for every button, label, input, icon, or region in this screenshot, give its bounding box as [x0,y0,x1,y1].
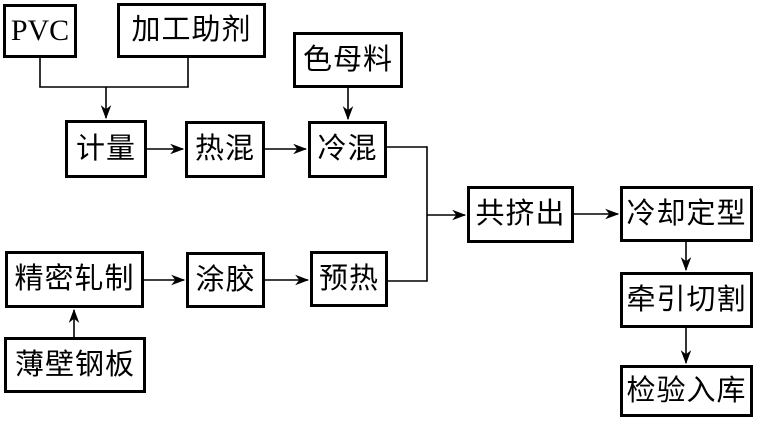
node-precision-rolling: 精密轧制 [5,251,144,308]
node-traction-cutting: 牵引切割 [620,272,753,328]
node-metering: 计量 [65,120,147,178]
node-pvc: PVC [3,4,77,58]
node-co-extrusion: 共挤出 [467,186,574,243]
node-cooling-shaping: 冷却定型 [620,186,753,242]
node-color-masterbatch: 色母料 [293,32,403,88]
node-glue-coating: 涂胶 [186,252,265,308]
node-preheating: 预热 [310,251,388,307]
node-thin-wall-steel-plate: 薄壁钢板 [4,337,146,393]
node-hot-mixing: 热混 [185,121,265,178]
node-processing-aid: 加工助剂 [117,3,266,58]
node-inspection-storage: 检验入库 [620,365,753,417]
node-cold-mixing: 冷混 [308,121,387,178]
